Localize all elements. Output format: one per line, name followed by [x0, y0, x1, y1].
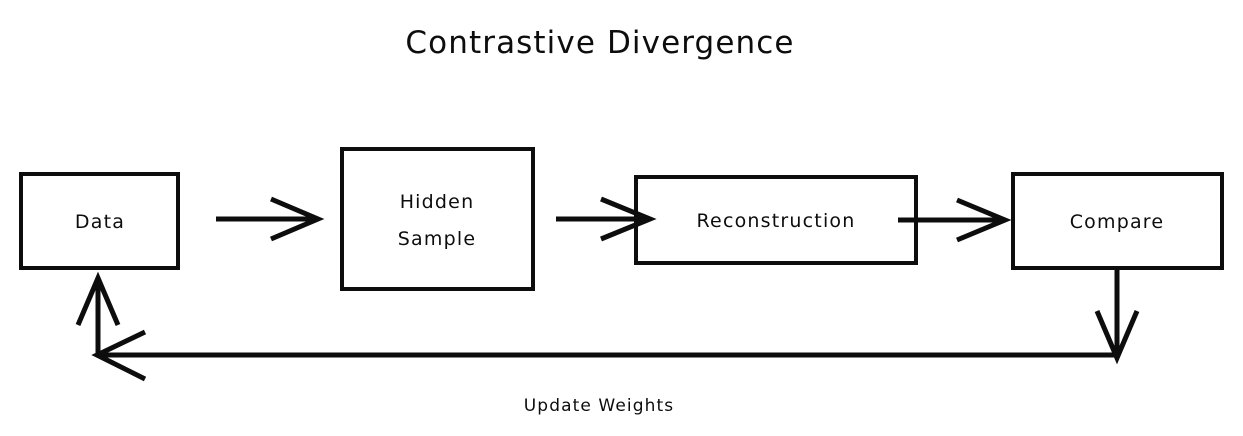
feedback-up-arrowhead-icon	[75, 271, 121, 326]
edge-hidden-sample-to-reconstruction-arrowhead-icon	[600, 196, 657, 242]
edge-data-to-hidden-sample[interactable]	[216, 196, 325, 242]
node-data-label: Data	[75, 211, 125, 233]
node-compare-box[interactable]	[1011, 172, 1224, 270]
edge-compare-to-data-feedback[interactable]: Update Weights	[75, 270, 1140, 416]
node-data-box[interactable]	[19, 172, 180, 270]
edge-reconstruction-to-compare-arrowhead-icon	[956, 197, 1012, 243]
node-hidden-sample[interactable]: Hidden Sample	[340, 147, 535, 291]
diagram-title: Contrastive Divergence	[405, 25, 794, 61]
feedback-edge-label: Update Weights	[524, 396, 674, 416]
node-reconstruction-box[interactable]	[634, 175, 918, 265]
node-compare[interactable]: Compare	[1011, 172, 1224, 270]
edge-reconstruction-to-compare[interactable]	[898, 197, 1012, 243]
node-hidden-sample-label-line1: Hidden	[400, 191, 475, 213]
node-hidden-sample-label-line2: Sample	[398, 228, 476, 250]
node-data[interactable]: Data	[19, 172, 180, 270]
node-reconstruction[interactable]: Reconstruction	[634, 175, 918, 265]
node-reconstruction-label: Reconstruction	[697, 210, 856, 232]
node-hidden-sample-box[interactable]	[340, 147, 535, 291]
edge-hidden-sample-to-reconstruction[interactable]	[556, 196, 657, 242]
edge-data-to-hidden-sample-arrowhead-icon	[270, 196, 325, 242]
feedback-down-arrowhead-icon	[1094, 310, 1140, 365]
node-compare-label: Compare	[1070, 211, 1165, 233]
